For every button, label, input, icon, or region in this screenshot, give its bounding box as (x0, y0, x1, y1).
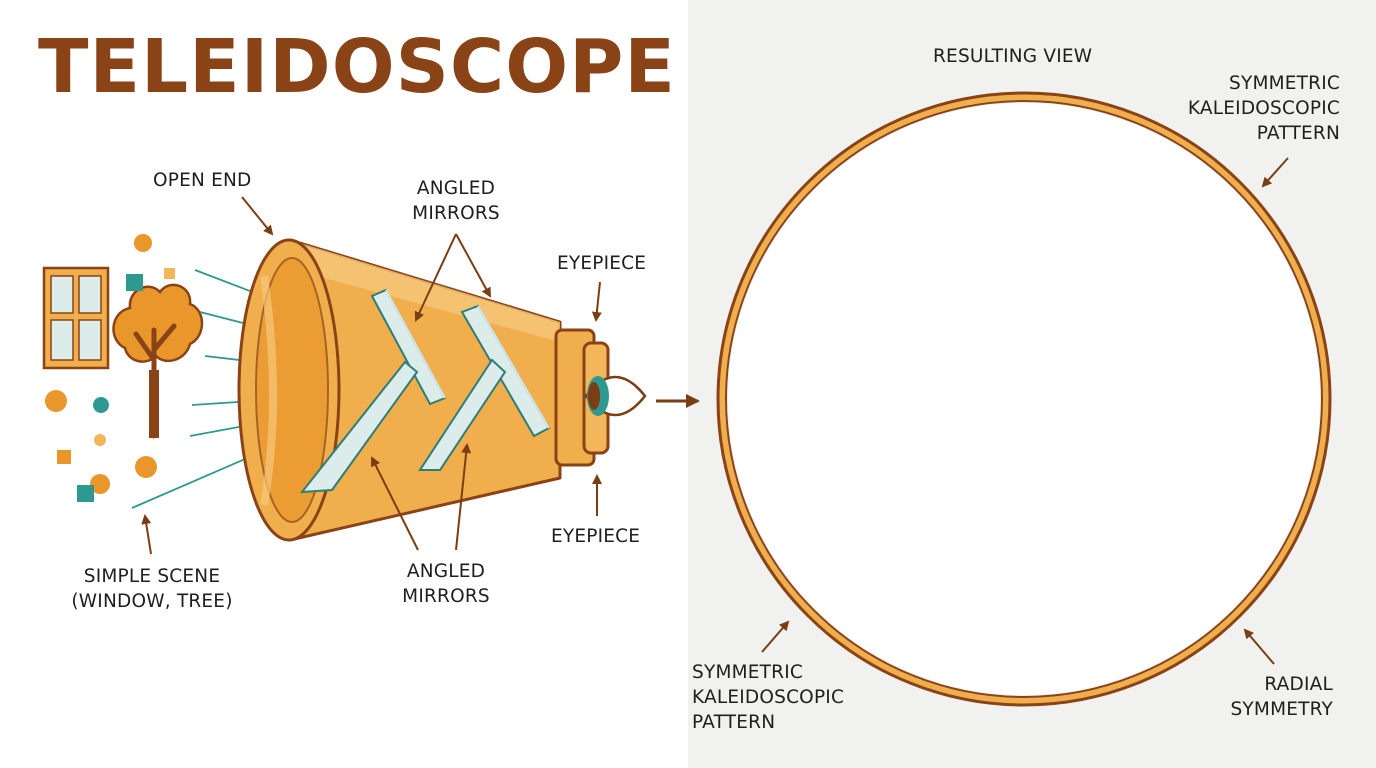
simple-scene (42, 234, 204, 502)
angled-mirrors-label-bottom: ANGLED MIRRORS (402, 561, 490, 607)
tree-icon (112, 283, 204, 439)
eyepiece-label-bottom: EYEPIECE (551, 526, 641, 547)
window-icon (42, 266, 110, 370)
resulting-view-label: RESULTING VIEW (933, 46, 1093, 67)
label-arrows-left (141, 196, 602, 555)
simple-scene-label: SIMPLE SCENE (WINDOW, TREE) (71, 566, 233, 612)
angled-mirrors-label-top: ANGLED MIRRORS (412, 178, 500, 224)
symmetric-pattern-label-bottom: SYMMETRIC KALEIDOSCOPIC PATTERN (692, 662, 845, 733)
radial-symmetry-label: RADIAL SYMMETRY (1230, 674, 1333, 720)
kaleidoscopic-view (716, 91, 1332, 707)
eyepiece-label-top: EYEPIECE (557, 253, 647, 274)
page-title: TELEIDOSCOPE (38, 24, 676, 110)
angled-mirrors (299, 288, 551, 494)
scene-dots (45, 234, 175, 502)
label-arrows-right (761, 157, 1289, 665)
eye-icon (584, 375, 647, 417)
open-end-label: OPEN END (153, 170, 252, 191)
symmetric-pattern-label-top: SYMMETRIC KALEIDOSCOPIC PATTERN (1187, 73, 1340, 144)
